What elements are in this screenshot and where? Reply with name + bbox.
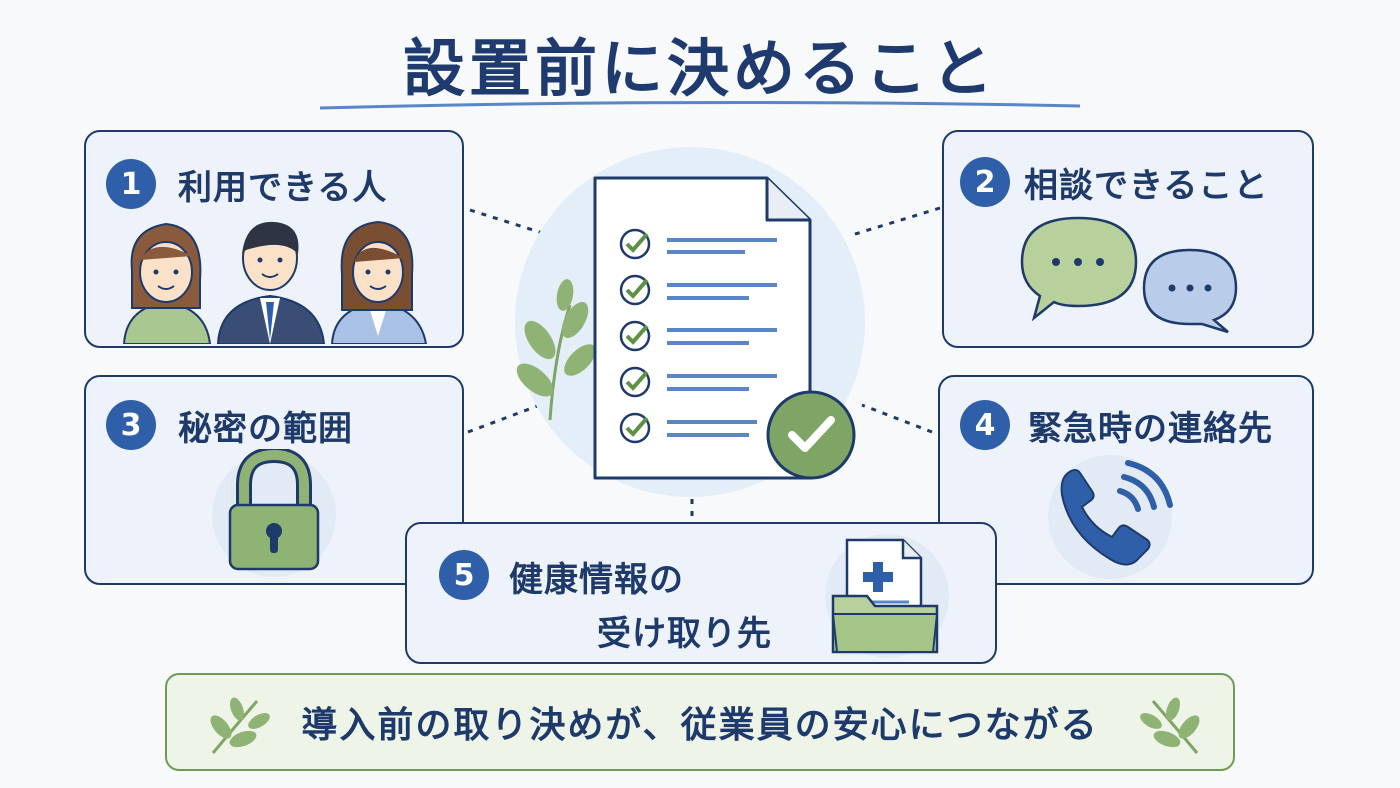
summary-text: 導入前の取り決めが、従業員の安心につながる xyxy=(301,705,1099,746)
people-icon xyxy=(122,220,428,344)
item-label-4: 緊急時の連絡先 xyxy=(1028,409,1273,449)
leaf-right-icon xyxy=(1140,697,1200,754)
item-label-3: 秘密の範囲 xyxy=(178,409,353,449)
page-title: 設置前に決めること xyxy=(402,32,997,105)
number-badge-5: 5 xyxy=(439,550,489,600)
item-box-4: 4 緊急時の連絡先 xyxy=(938,375,1314,585)
item-label-5-line1: 健康情報の xyxy=(509,560,684,600)
checklist-document-icon xyxy=(515,147,865,497)
padlock-icon xyxy=(212,449,336,577)
medical-folder-icon xyxy=(825,534,949,658)
item-box-3: 3 秘密の範囲 xyxy=(84,375,464,585)
number-badge-1: 1 xyxy=(106,159,156,209)
summary-banner: 導入前の取り決めが、従業員の安心につながる xyxy=(165,673,1235,771)
item-label-5-line2: 受け取り先 xyxy=(597,614,772,654)
leaf-left-icon xyxy=(210,697,270,754)
item-box-5: 5 健康情報の 受け取り先 xyxy=(405,522,997,664)
number-badge-2: 2 xyxy=(960,157,1010,207)
title-underline xyxy=(319,100,1081,110)
number-badge-4: 4 xyxy=(960,400,1010,450)
speech-bubbles-icon xyxy=(1020,216,1238,334)
number-badge-3: 3 xyxy=(106,400,156,450)
phone-icon xyxy=(1048,455,1173,579)
item-box-1: 1 利用できる人 xyxy=(84,130,464,348)
item-label-2: 相談できること xyxy=(1024,166,1269,206)
item-box-2: 2 相談できること xyxy=(942,130,1314,348)
item-label-1: 利用できる人 xyxy=(178,168,388,208)
